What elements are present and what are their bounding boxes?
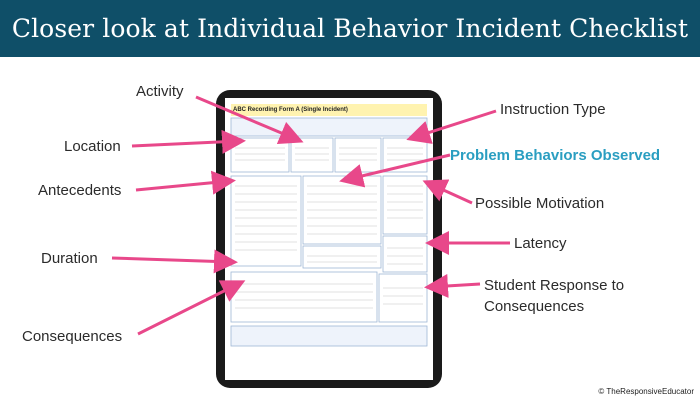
- title-banner: Closer look at Individual Behavior Incid…: [0, 0, 700, 57]
- label-latency: Latency: [514, 235, 567, 252]
- label-antecedents: Antecedents: [38, 182, 122, 199]
- label-possible-motivation: Possible Motivation: [475, 195, 605, 212]
- label-instruction-type: Instruction Type: [500, 101, 606, 118]
- label-consequences: Consequences: [22, 328, 123, 345]
- label-problem-behaviors: Problem Behaviors Observed: [450, 147, 661, 164]
- credit-text: © TheResponsiveEducator: [598, 387, 694, 396]
- tablet-screen: ABC Recording Form A (Single Incident): [225, 98, 433, 380]
- form-sections: [230, 117, 428, 347]
- label-activity: Activity: [136, 83, 184, 100]
- label-student-response: Student Response to Consequences: [484, 277, 625, 315]
- banner-title: Closer look at Individual Behavior Incid…: [11, 14, 689, 43]
- label-duration: Duration: [41, 250, 98, 267]
- label-location: Location: [64, 138, 121, 155]
